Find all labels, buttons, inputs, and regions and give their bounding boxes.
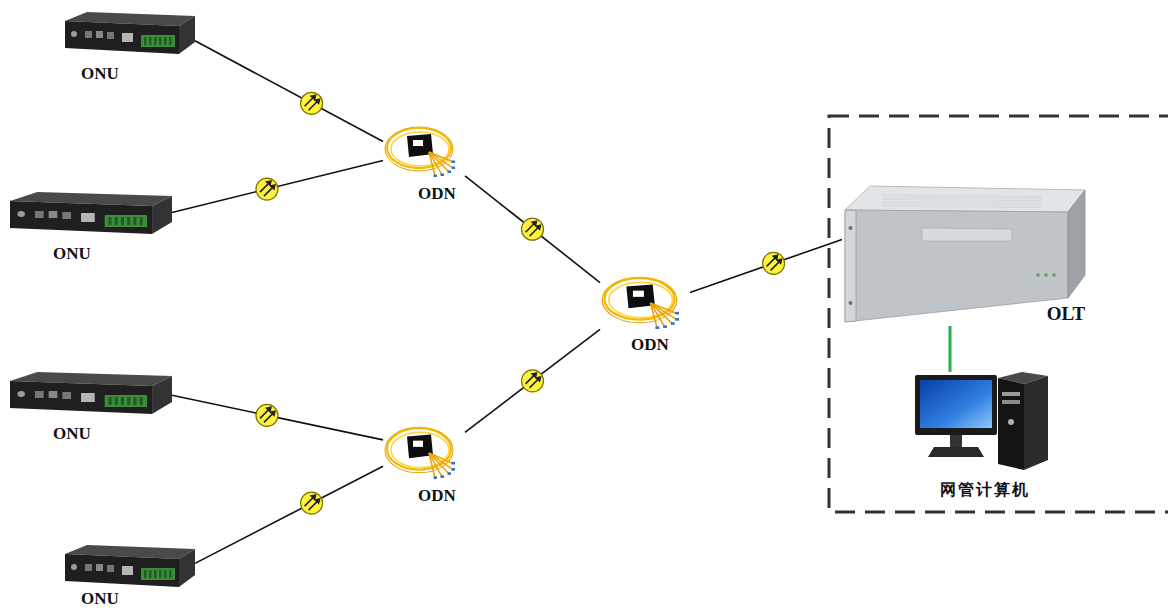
device-label: ODN: [631, 335, 669, 355]
olt-illustration: [845, 186, 1085, 322]
icon-part: [10, 201, 152, 234]
device-label: ONU: [81, 64, 119, 84]
odn-icon: [600, 272, 690, 330]
odn-icon: [383, 122, 465, 178]
fiber-symbol: [301, 92, 323, 114]
odn-splitter: ODN: [600, 272, 690, 355]
onu-illustration: [65, 545, 195, 587]
fiber-link: [172, 395, 383, 440]
fiber-symbol: [522, 370, 544, 392]
onu-icon: [65, 545, 195, 587]
fiber-symbol: [301, 492, 323, 514]
icon-part: [845, 210, 1068, 322]
device-label: ODN: [418, 486, 456, 506]
onu-illustration: [10, 372, 172, 414]
device-label: ONU: [53, 424, 91, 444]
device-label: ONU: [81, 589, 119, 609]
icon-part: [928, 447, 984, 457]
fiber-link: [172, 160, 383, 212]
onu-illustration: [10, 192, 172, 234]
icon-part: [179, 549, 195, 587]
odn-splitter: ODN: [383, 422, 465, 506]
fiber-symbol: [256, 178, 278, 200]
icon-part: [10, 381, 152, 414]
pc-illustration: [915, 372, 1048, 470]
fiber-link: [195, 466, 383, 563]
fiber-link: [195, 41, 383, 142]
fiber-symbol: [763, 252, 785, 274]
icon-part: [152, 376, 172, 414]
fiber-link: [465, 329, 600, 432]
device-label: 网管计算机: [940, 480, 1030, 499]
icon-part: [65, 554, 179, 587]
fiber-symbol: [256, 404, 278, 426]
dashed-boundary: [829, 116, 1168, 512]
onu-device: ONU: [10, 192, 172, 264]
odn-illustration: [602, 277, 679, 329]
device-label: ONU: [53, 244, 91, 264]
fiber-link: [690, 239, 842, 292]
pc-icon: [912, 372, 1052, 472]
odn-illustration: [385, 427, 455, 479]
onu-device: ONU: [65, 12, 195, 84]
icon-part: [922, 228, 1012, 241]
icon-part: [845, 186, 1085, 212]
onu-device: ONU: [65, 545, 195, 609]
olt-chassis: OLT: [842, 183, 1088, 326]
onu-icon: [10, 192, 172, 234]
icon-part: [179, 16, 195, 54]
icon-part: [1068, 190, 1085, 298]
management-cable: [949, 326, 952, 372]
odn-illustration: [385, 127, 455, 177]
onu-icon: [10, 372, 172, 414]
icon-part: [65, 21, 179, 54]
management-computer: 网管计算机: [912, 372, 1052, 499]
icon-part: [845, 210, 856, 322]
onu-device: ONU: [10, 372, 172, 444]
onu-icon: [65, 12, 195, 54]
device-label: ODN: [418, 184, 456, 204]
device-label: OLT: [1047, 303, 1085, 326]
icon-part: [998, 378, 1024, 470]
fiber-symbol: [522, 218, 544, 240]
icon-part: [1024, 376, 1048, 470]
onu-illustration: [65, 12, 195, 54]
odn-splitter: ODN: [383, 122, 465, 204]
fiber-link: [465, 176, 600, 283]
odn-icon: [383, 422, 465, 480]
icon-part: [152, 196, 172, 234]
